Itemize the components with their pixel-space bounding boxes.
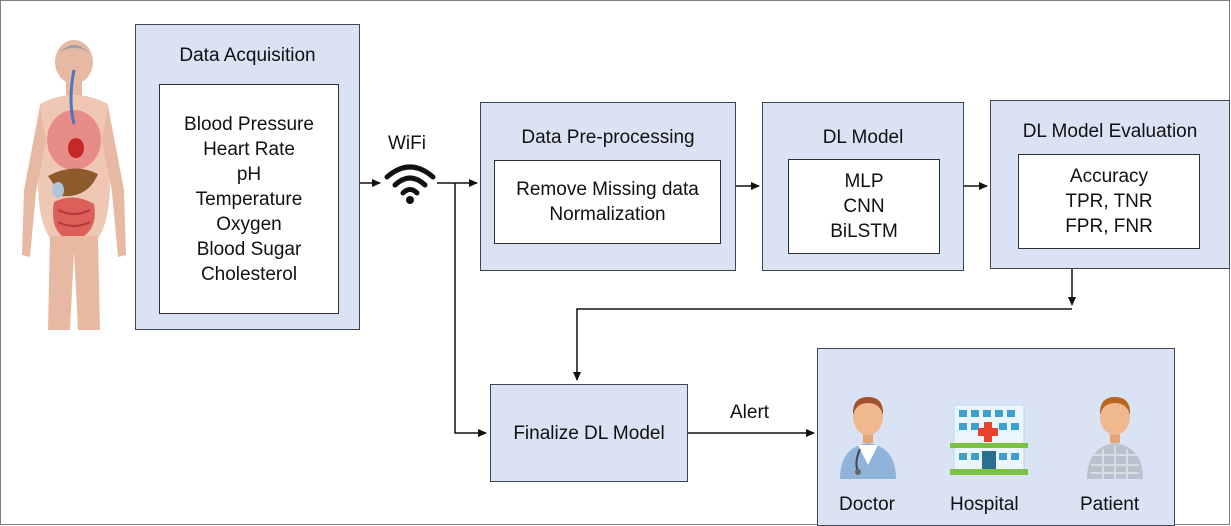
doctor-icon	[840, 397, 896, 479]
signal-item: Cholesterol	[200, 263, 298, 285]
data-acquisition-title: Data Acquisition	[179, 45, 316, 66]
dl-model-evaluation-title: DL Model Evaluation	[1022, 121, 1198, 142]
signal-item: Blood Pressure	[184, 113, 314, 135]
metric-item: TPR, TNR	[1065, 191, 1153, 212]
model-item: BiLSTM	[830, 221, 898, 242]
signal-item: Temperature	[195, 188, 303, 210]
signal-item: Oxygen	[216, 213, 282, 235]
finalize-dl-model-label: Finalize DL Model	[513, 422, 665, 444]
wifi-icon	[384, 164, 436, 204]
dl-model-list: MLP CNN BiLSTM	[788, 159, 940, 254]
dl-model-block: DL Model MLP CNN BiLSTM	[762, 102, 964, 271]
hospital-icon	[950, 404, 1028, 475]
human-body-icon	[22, 40, 126, 330]
model-item: CNN	[843, 196, 885, 217]
wifi-label: WiFi	[388, 133, 426, 154]
signal-item: Heart Rate	[203, 138, 295, 160]
metric-item: FPR, FNR	[1065, 216, 1153, 237]
preprocessing-step: Normalization	[549, 204, 666, 225]
data-preprocessing-block: Data Pre-processing Remove Missing data …	[480, 102, 736, 271]
metric-item: Accuracy	[1069, 166, 1149, 187]
preprocessing-step: Remove Missing data	[516, 179, 699, 200]
dl-model-evaluation-block: DL Model Evaluation Accuracy TPR, TNR FP…	[990, 100, 1230, 269]
doctor-label: Doctor	[839, 494, 895, 515]
signal-item: pH	[236, 163, 262, 185]
alert-label: Alert	[730, 402, 770, 423]
alert-recipients-block: Doctor Hospital Patient	[817, 348, 1175, 526]
patient-label: Patient	[1080, 494, 1140, 515]
patient-icon	[1087, 397, 1143, 479]
arrow-evaluation-to-finalize	[573, 308, 1072, 381]
data-preprocessing-title: Data Pre-processing	[521, 127, 695, 148]
arrow-wifi-to-finalize	[454, 183, 487, 437]
data-acquisition-block: Data Acquisition Blood Pressure Heart Ra…	[135, 24, 360, 330]
dl-model-evaluation-list: Accuracy TPR, TNR FPR, FNR	[1018, 154, 1200, 249]
data-preprocessing-list: Remove Missing data Normalization	[494, 160, 721, 244]
finalize-dl-model-block: Finalize DL Model	[490, 384, 688, 482]
hospital-label: Hospital	[950, 494, 1019, 515]
dl-model-title: DL Model	[822, 127, 904, 148]
model-item: MLP	[844, 171, 884, 192]
data-acquisition-list: Blood Pressure Heart Rate pH Temperature…	[159, 84, 339, 314]
signal-item: Blood Sugar	[196, 238, 302, 260]
